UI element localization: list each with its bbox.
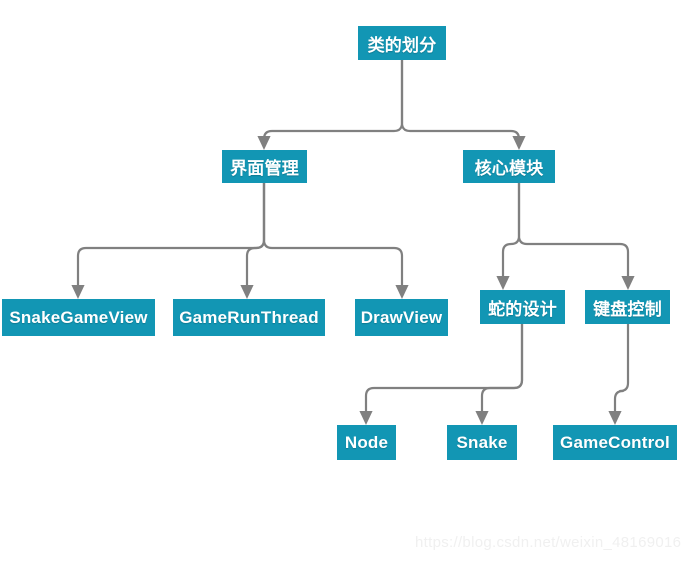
edge-snake-design-to-node [359,322,524,426]
edge-ui-mgmt-to-snakegameview [71,181,266,300]
node-root[interactable]: 类的划分 [358,26,446,60]
node-snake[interactable]: Snake [447,425,517,460]
edge-snake-design-to-snake [475,322,524,426]
node-ui-mgmt[interactable]: 界面管理 [222,150,307,183]
node-drawview[interactable]: DrawView [355,299,448,336]
edge-ui-mgmt-to-drawview [262,181,409,300]
edge-core-module-to-keyboard-ctrl [517,181,635,291]
node-keyboard-ctrl[interactable]: 键盘控制 [585,290,670,324]
watermark-text: https://blog.csdn.net/weixin_48169016 [415,534,682,551]
edge-root-to-core-module [400,58,526,151]
node-node[interactable]: Node [337,425,396,460]
node-snakegameview[interactable]: SnakeGameView [2,299,155,336]
node-snake-design[interactable]: 蛇的设计 [480,290,565,324]
node-gamecontrol[interactable]: GameControl [553,425,677,460]
node-core-module[interactable]: 核心模块 [463,150,555,183]
edge-ui-mgmt-to-gamerunthread [240,181,266,300]
edge-root-to-ui-mgmt [257,58,404,151]
edge-keyboard-ctrl-to-gamecontrol [608,322,630,426]
node-gamerunthread[interactable]: GameRunThread [173,299,325,336]
edge-core-module-to-snake-design [496,181,521,291]
